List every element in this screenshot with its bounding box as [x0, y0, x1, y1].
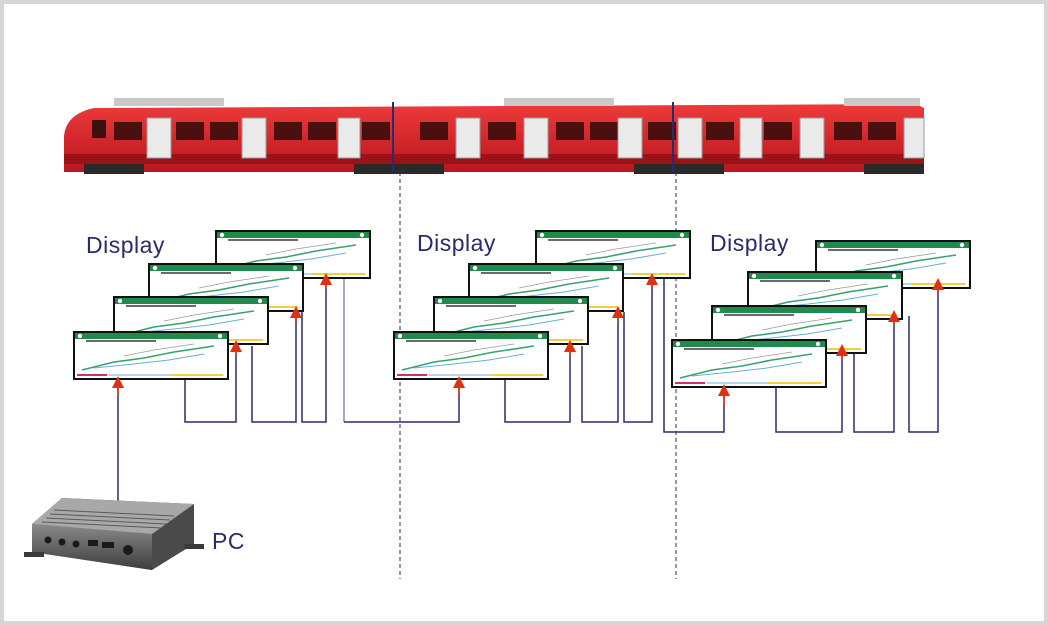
display-label-2: Display: [417, 230, 496, 256]
display-panel: [73, 331, 229, 380]
display-label-3: Display: [710, 230, 789, 256]
cable-network: [117, 279, 939, 502]
pc-label: PC: [212, 528, 245, 554]
network-diagram: [24, 98, 971, 579]
connection-arrows: [112, 273, 944, 406]
display-panel: [671, 339, 827, 388]
train-icon: [64, 98, 925, 174]
display-panel: [393, 331, 549, 380]
display-group-3: [671, 240, 971, 388]
pc-icon: [24, 498, 204, 570]
display-label-1: Display: [86, 232, 165, 258]
